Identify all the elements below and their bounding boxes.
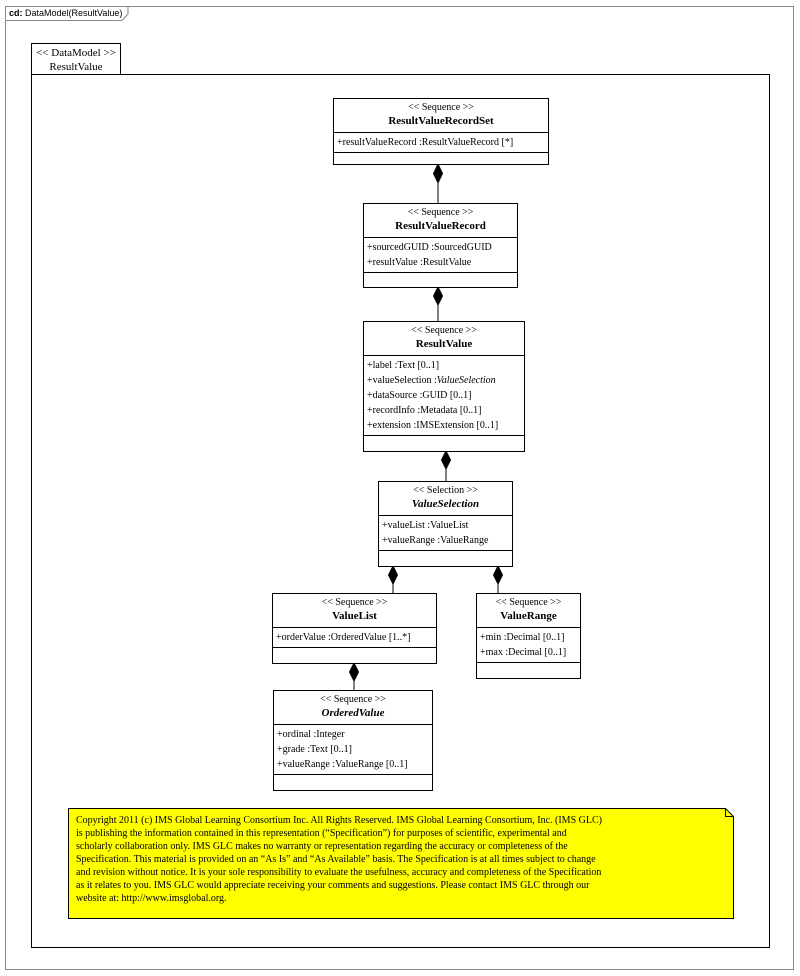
composition-diamond: [348, 661, 360, 683]
class-valuelist: << Sequence >> ValueList +orderValue :Or…: [272, 593, 437, 664]
class-header: << Sequence >> ResultValueRecordSet: [334, 99, 548, 133]
note-line: Copyright 2011 (c) IMS Global Learning C…: [76, 815, 602, 826]
class-attribute: +sourcedGUID :SourcedGUID: [367, 242, 492, 253]
note-line: scholarly collaboration only. IMS GLC ma…: [76, 841, 568, 852]
class-name: ValueRange: [500, 610, 557, 622]
frame-title-text: DataModel(ResultValue): [25, 8, 123, 18]
frame-tab-shape: [5, 6, 129, 21]
class-name: OrderedValue: [321, 707, 385, 719]
class-resultvaluerecordset: << Sequence >> ResultValueRecordSet +res…: [333, 98, 549, 165]
note-shape: [68, 808, 734, 919]
class-attribute: +label :Text [0..1]: [367, 360, 440, 371]
note-line: as it relates to you. IMS GLC would appr…: [76, 880, 590, 891]
class-name: ValueList: [332, 610, 377, 622]
class-operations: [364, 273, 517, 285]
class-operations: [379, 551, 512, 563]
class-name: ResultValueRecordSet: [388, 115, 494, 127]
class-header: << Sequence >> ValueList: [273, 594, 436, 628]
class-attribute: +valueSelection :ValueSelection: [367, 373, 521, 388]
note-text: Copyright 2011 (c) IMS Global Learning C…: [76, 814, 726, 905]
class-stereotype: << Sequence >>: [411, 325, 477, 336]
class-name: ResultValueRecord: [395, 220, 486, 232]
class-attributes: +orderValue :OrderedValue [1..*]: [273, 628, 436, 648]
class-attribute: +ordinal :Integer: [277, 729, 345, 740]
class-attribute: +extension :IMSExtension [0..1]: [367, 420, 499, 431]
class-attributes: +valueList :ValueList +valueRange :Value…: [379, 516, 512, 551]
class-stereotype: << Sequence >>: [407, 207, 474, 218]
note-line: website at: http://www.imsglobal.org.: [76, 893, 227, 904]
package-tab: << DataModel >> ResultValue: [31, 43, 121, 75]
class-operations: [274, 775, 432, 787]
composition-diamond: [432, 162, 444, 185]
package-stereotype: << DataModel >>: [36, 47, 116, 59]
class-attribute: +recordInfo :Metadata [0..1]: [367, 405, 482, 416]
composition-diamond: [432, 285, 444, 307]
class-attributes: +min :Decimal [0..1] +max :Decimal [0..1…: [477, 628, 580, 663]
class-operations: [273, 648, 436, 660]
class-name: ValueSelection: [411, 498, 480, 510]
class-stereotype: << Sequence >>: [320, 694, 386, 705]
class-stereotype: << Sequence >>: [321, 597, 388, 608]
class-name: ResultValue: [415, 338, 473, 350]
class-header: << Sequence >> OrderedValue: [274, 691, 432, 725]
class-valueselection: << Selection >> ValueSelection +valueLis…: [378, 481, 513, 567]
class-valuerange: << Sequence >> ValueRange +min :Decimal …: [476, 593, 581, 679]
package-body: [31, 74, 770, 948]
class-attributes: +resultValueRecord :ResultValueRecord [*…: [334, 133, 548, 153]
class-stereotype: << Selection >>: [413, 485, 478, 496]
composition-diamond: [492, 564, 504, 586]
class-attribute: +min :Decimal [0..1]: [480, 632, 565, 643]
class-resultvalue: << Sequence >> ResultValue +label :Text …: [363, 321, 525, 452]
note-line: is publishing the information contained …: [76, 828, 567, 839]
note-line: Specification. This material is provided…: [76, 854, 596, 865]
class-attributes: +ordinal :Integer +grade :Text [0..1] +v…: [274, 725, 432, 775]
class-stereotype: << Sequence >>: [408, 102, 474, 113]
class-operations: [477, 663, 580, 675]
class-header: << Sequence >> ValueRange: [477, 594, 580, 628]
attribute-type: ValueSelection: [436, 375, 496, 386]
class-attribute: +valueRange :ValueRange [0..1]: [277, 759, 408, 770]
class-operations: [364, 436, 524, 448]
class-operations: [334, 153, 548, 165]
class-header: << Sequence >> ResultValueRecord: [364, 204, 517, 238]
class-attribute: +orderValue :OrderedValue [1..*]: [276, 632, 411, 643]
class-attribute: +grade :Text [0..1]: [277, 744, 352, 755]
composition-diamond: [440, 449, 452, 471]
class-attribute: +resultValueRecord :ResultValueRecord [*…: [337, 137, 514, 148]
class-attribute: +valueList :ValueList: [382, 520, 469, 531]
class-orderedvalue: << Sequence >> OrderedValue +ordinal :In…: [273, 690, 433, 791]
class-attribute: +max :Decimal [0..1]: [480, 647, 567, 658]
class-header: << Sequence >> ResultValue: [364, 322, 524, 356]
frame-title: cd: DataModel(ResultValue): [5, 6, 129, 20]
class-stereotype: << Sequence >>: [495, 597, 562, 608]
class-attribute: +dataSource :GUID [0..1]: [367, 390, 472, 401]
diagram-frame: [5, 6, 794, 970]
note-line: and revision without notice. It is your …: [76, 867, 602, 878]
class-attributes: +label :Text [0..1] +valueSelection :Val…: [364, 356, 524, 436]
class-attributes: +sourcedGUID :SourcedGUID +resultValue :…: [364, 238, 517, 273]
attribute-name: +valueSelection :: [367, 375, 437, 386]
class-attribute: +valueRange :ValueRange: [382, 535, 489, 546]
frame-kind: cd:: [9, 8, 23, 18]
copyright-note: Copyright 2011 (c) IMS Global Learning C…: [68, 808, 734, 919]
composition-diamond: [387, 564, 399, 586]
class-resultvaluerecord: << Sequence >> ResultValueRecord +source…: [363, 203, 518, 288]
class-attribute: +resultValue :ResultValue: [367, 257, 472, 268]
package-name: ResultValue: [49, 61, 103, 73]
class-header: << Selection >> ValueSelection: [379, 482, 512, 516]
